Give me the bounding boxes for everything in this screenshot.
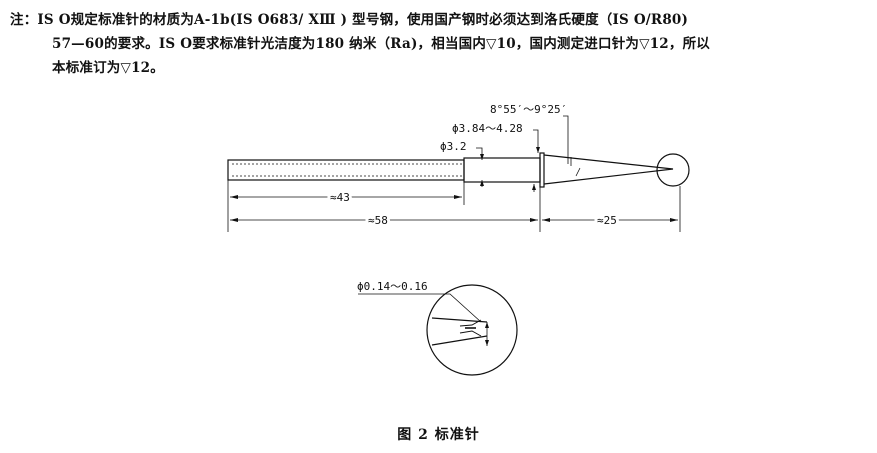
note-text: 注：IS O规定标准针的材质为A-1b(IS O683/ XⅢ ) 型号钢，使用…: [10, 8, 870, 80]
needle-cone: [543, 154, 674, 185]
tip-circle: [656, 153, 690, 187]
detail-tip-label: ϕ0.14～0.16: [357, 280, 428, 293]
needle-collar: [539, 152, 545, 188]
dim-diam-shank-label: ϕ3.2: [440, 140, 467, 153]
dim-len-43-label: ≈43: [330, 191, 350, 204]
needle-shank: [227, 159, 465, 181]
figure-caption: 图 2 标准针: [397, 427, 480, 443]
note-label: 注：: [10, 12, 38, 28]
dim-angle-label: 8°55′～9°25′: [490, 103, 567, 116]
dim-len-58-label: ≈58: [368, 214, 388, 227]
note-line-1: IS O规定标准针的材质为A-1b(IS O683/ XⅢ ) 型号钢，使用国产…: [37, 12, 689, 28]
note-line-2: 57—60的要求。IS O要求标准针光洁度为180 纳米（Ra)，相当国内▽10…: [52, 36, 710, 52]
dim-diam-tip-label: ϕ3.84～4.28: [452, 122, 523, 135]
detail-circle: [426, 284, 518, 376]
note-line-3: 本标准订为▽12。: [52, 60, 164, 76]
needle-body: [463, 157, 541, 183]
dim-len-25-label: ≈25: [597, 214, 617, 227]
